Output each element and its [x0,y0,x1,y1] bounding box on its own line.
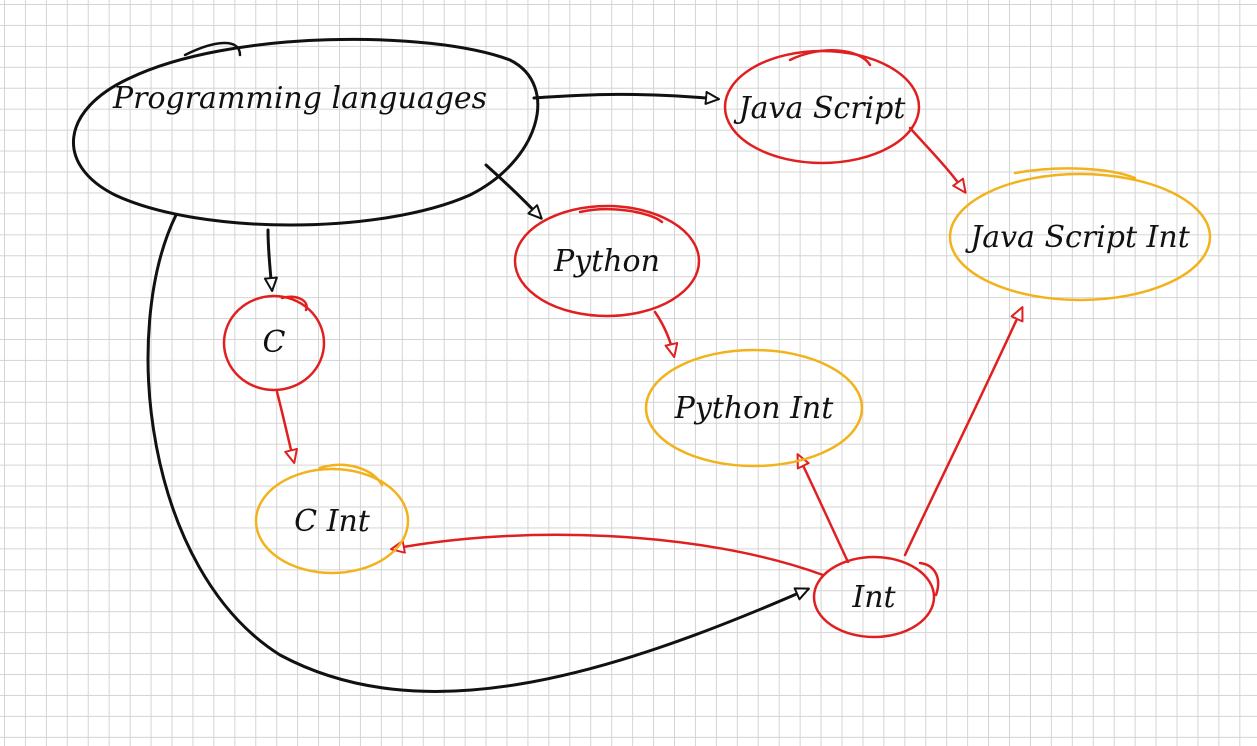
node-c-outline [222,294,326,392]
node-int-outline [812,555,936,639]
node-javascript-int-outline-tail [1013,167,1137,180]
edge-javascript-to-javascript-int [908,126,967,194]
edge-root-to-c [263,228,278,292]
node-javascript-int-label: Java Script Int [964,220,1191,255]
node-root-outline-tail [183,41,242,57]
node-int: Int [812,555,940,639]
node-int-outline-tail [918,561,940,597]
node-python-int-label: Python Int [674,391,835,426]
edge-root-to-int [146,213,810,693]
node-python-outline [513,204,701,318]
node-c-int: C Int [254,463,410,575]
node-c-outline-tail [280,295,308,312]
node-javascript-label: Java Script [733,91,907,126]
node-python-label: Python [553,244,660,279]
node-javascript: Java Script [723,49,921,165]
node-python: Python [513,204,701,318]
node-c-int-outline-tail [318,463,384,487]
node-c: C [222,294,326,392]
node-javascript-outline-tail [788,49,872,67]
edge-python-to-python-int [653,310,679,358]
node-javascript-int: Java Script Int [948,167,1212,302]
node-root-label: Programming languages [112,81,487,116]
edge-c-to-c-int [275,390,298,464]
edge-root-to-python [484,163,543,220]
node-c-int-label: C Int [294,504,371,539]
node-javascript-int-outline [948,172,1212,302]
node-c-int-outline [254,467,410,575]
edge-int-to-c-int [390,533,825,577]
node-python-outline-tail [578,207,664,224]
node-int-label: Int [851,580,896,615]
edge-int-to-python-int [796,453,850,564]
node-python-int-outline [644,348,864,468]
node-c-label: C [263,325,286,360]
node-python-int: Python Int [644,348,864,468]
edge-int-to-javascript-int [903,306,1024,557]
node-root-outline [71,37,540,227]
edge-root-to-javascript [532,90,720,105]
node-root: Programming languages [71,37,540,227]
